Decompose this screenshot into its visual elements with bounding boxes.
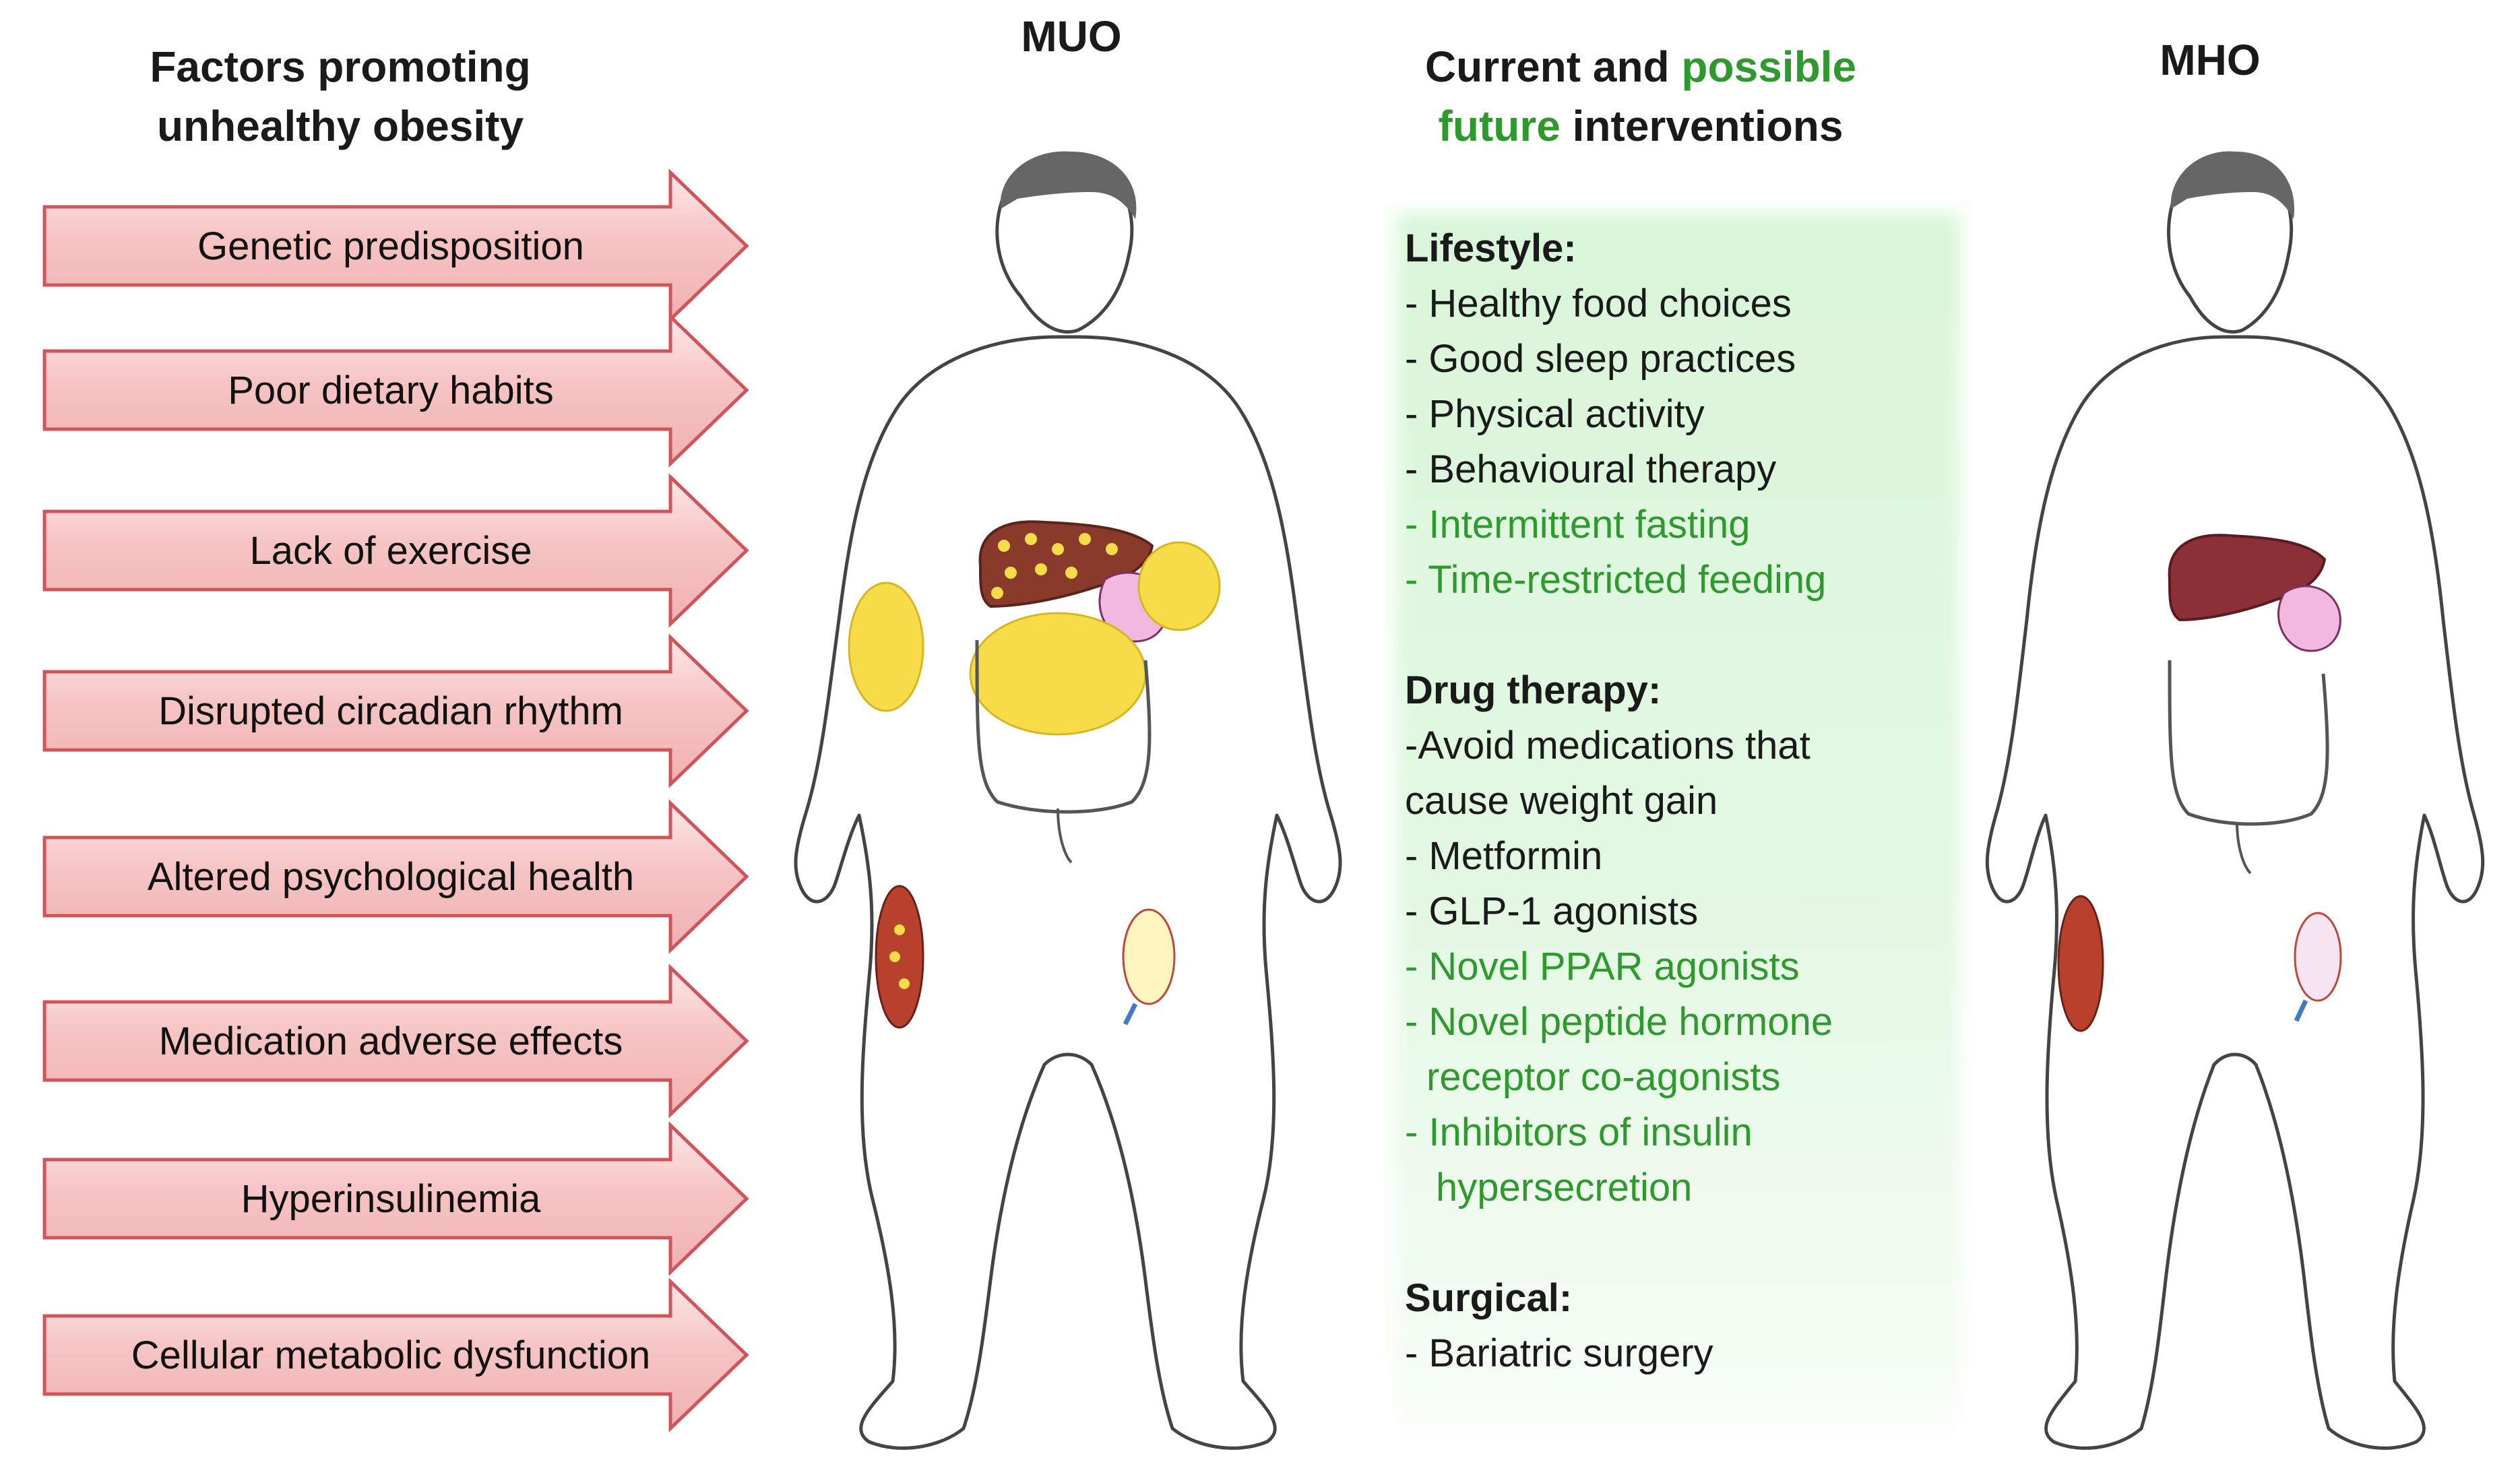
body-outline: [1985, 154, 2485, 1450]
lifestyle-item-future: - Intermittent fasting: [1405, 503, 1751, 546]
factor-label: Genetic predisposition: [197, 224, 584, 268]
body-outline: [794, 154, 1342, 1450]
factor-arrow-cellular: Cellular metabolic dysfunction: [40, 1277, 755, 1432]
drug-item-future: hypersecretion: [1436, 1166, 1693, 1209]
lifestyle-item: - Good sleep practices: [1405, 337, 1796, 381]
factors-heading: Factors promoting unhealthy obesity: [0, 37, 681, 156]
healthy-liver: [2168, 534, 2327, 622]
drug-item-future: - Novel PPAR agonists: [1405, 945, 1800, 988]
appendix: [2236, 821, 2252, 875]
fatty-adipose-vessel: [1122, 908, 1176, 1026]
intestines: [975, 639, 1152, 814]
interventions-heading-possible: possible: [1681, 42, 1857, 91]
arrow-shape: [42, 633, 749, 788]
lifestyle-title: Lifestyle:: [1405, 226, 1577, 270]
factor-arrow-genetic: Genetic predisposition: [40, 168, 755, 323]
arrow-shape: [42, 964, 749, 1118]
drug-item: - Metformin: [1405, 834, 1603, 878]
appendix: [1057, 808, 1073, 864]
interventions-heading-current: Current and: [1424, 42, 1682, 91]
factor-label: Disrupted circadian rhythm: [158, 689, 623, 733]
intestines: [2168, 660, 2329, 826]
hair: [1000, 151, 1137, 219]
lifestyle-item: - Physical activity: [1405, 392, 1705, 436]
interventions-heading-word: interventions: [1560, 102, 1844, 150]
surgical-title: Surgical:: [1405, 1276, 1573, 1320]
healthy-muscle: [2057, 895, 2104, 1032]
arrow-shape: [42, 168, 749, 323]
drug-item: - GLP-1 agonists: [1405, 889, 1699, 933]
fatty-muscle: [875, 885, 924, 1029]
interventions-heading-future: future: [1438, 102, 1561, 150]
interventions-list: Lifestyle: - Healthy food choices - Good…: [1405, 221, 1964, 1381]
mho-body-figure: [1985, 151, 2485, 1450]
factor-label: Poor dietary habits: [228, 368, 554, 412]
healthy-adipose-vessel: [2294, 912, 2342, 1022]
lifestyle-item-future: - Time-restricted feeding: [1405, 558, 1827, 602]
arrow-shape: [42, 1277, 749, 1432]
lifestyle-item: - Behavioural therapy: [1405, 447, 1777, 491]
factor-arrow-diet: Poor dietary habits: [40, 313, 755, 468]
factor-arrow-hyperinsulinemia: Hyperinsulinemia: [40, 1121, 755, 1276]
drug-item-future: - Novel peptide hormone: [1405, 1000, 1833, 1044]
arrow-shape: [42, 473, 749, 628]
factor-label: Lack of exercise: [249, 528, 532, 573]
mho-label: MHO: [2160, 36, 2261, 84]
factor-label: Medication adverse effects: [158, 1019, 623, 1063]
arrow-shape: [42, 1121, 749, 1276]
drug-item: cause weight gain: [1405, 779, 1718, 823]
muo-label: MUO: [1021, 12, 1122, 61]
muo-body-figure: [794, 151, 1342, 1450]
factor-label: Cellular metabolic dysfunction: [131, 1333, 651, 1377]
factors-heading-line1: Factors promoting: [150, 42, 531, 91]
factor-arrow-medication: Medication adverse effects: [40, 964, 755, 1118]
interventions-heading: Current and possible future intervention…: [1361, 37, 1920, 156]
interventions-panel: [1385, 202, 1971, 1455]
drug-therapy-title: Drug therapy:: [1405, 668, 1662, 712]
arrow-shape: [42, 799, 749, 954]
drug-item: -Avoid medications that: [1405, 724, 1810, 767]
stomach: [2277, 585, 2341, 652]
hair: [2170, 151, 2295, 219]
drug-item-future: receptor co-agonists: [1426, 1055, 1781, 1099]
factor-label: Hyperinsulinemia: [241, 1176, 541, 1221]
factor-arrow-psychological: Altered psychological health: [40, 799, 755, 954]
lifestyle-item: - Healthy food choices: [1405, 282, 1792, 325]
drug-item-future: - Inhibitors of insulin: [1405, 1110, 1753, 1154]
surgical-item: - Bariatric surgery: [1405, 1331, 1713, 1375]
factor-arrow-exercise: Lack of exercise: [40, 473, 755, 628]
factor-arrow-circadian: Disrupted circadian rhythm: [40, 633, 755, 788]
arrow-shape: [42, 313, 749, 468]
factors-heading-line2: unhealthy obesity: [156, 102, 524, 150]
factor-label: Altered psychological health: [147, 854, 635, 899]
